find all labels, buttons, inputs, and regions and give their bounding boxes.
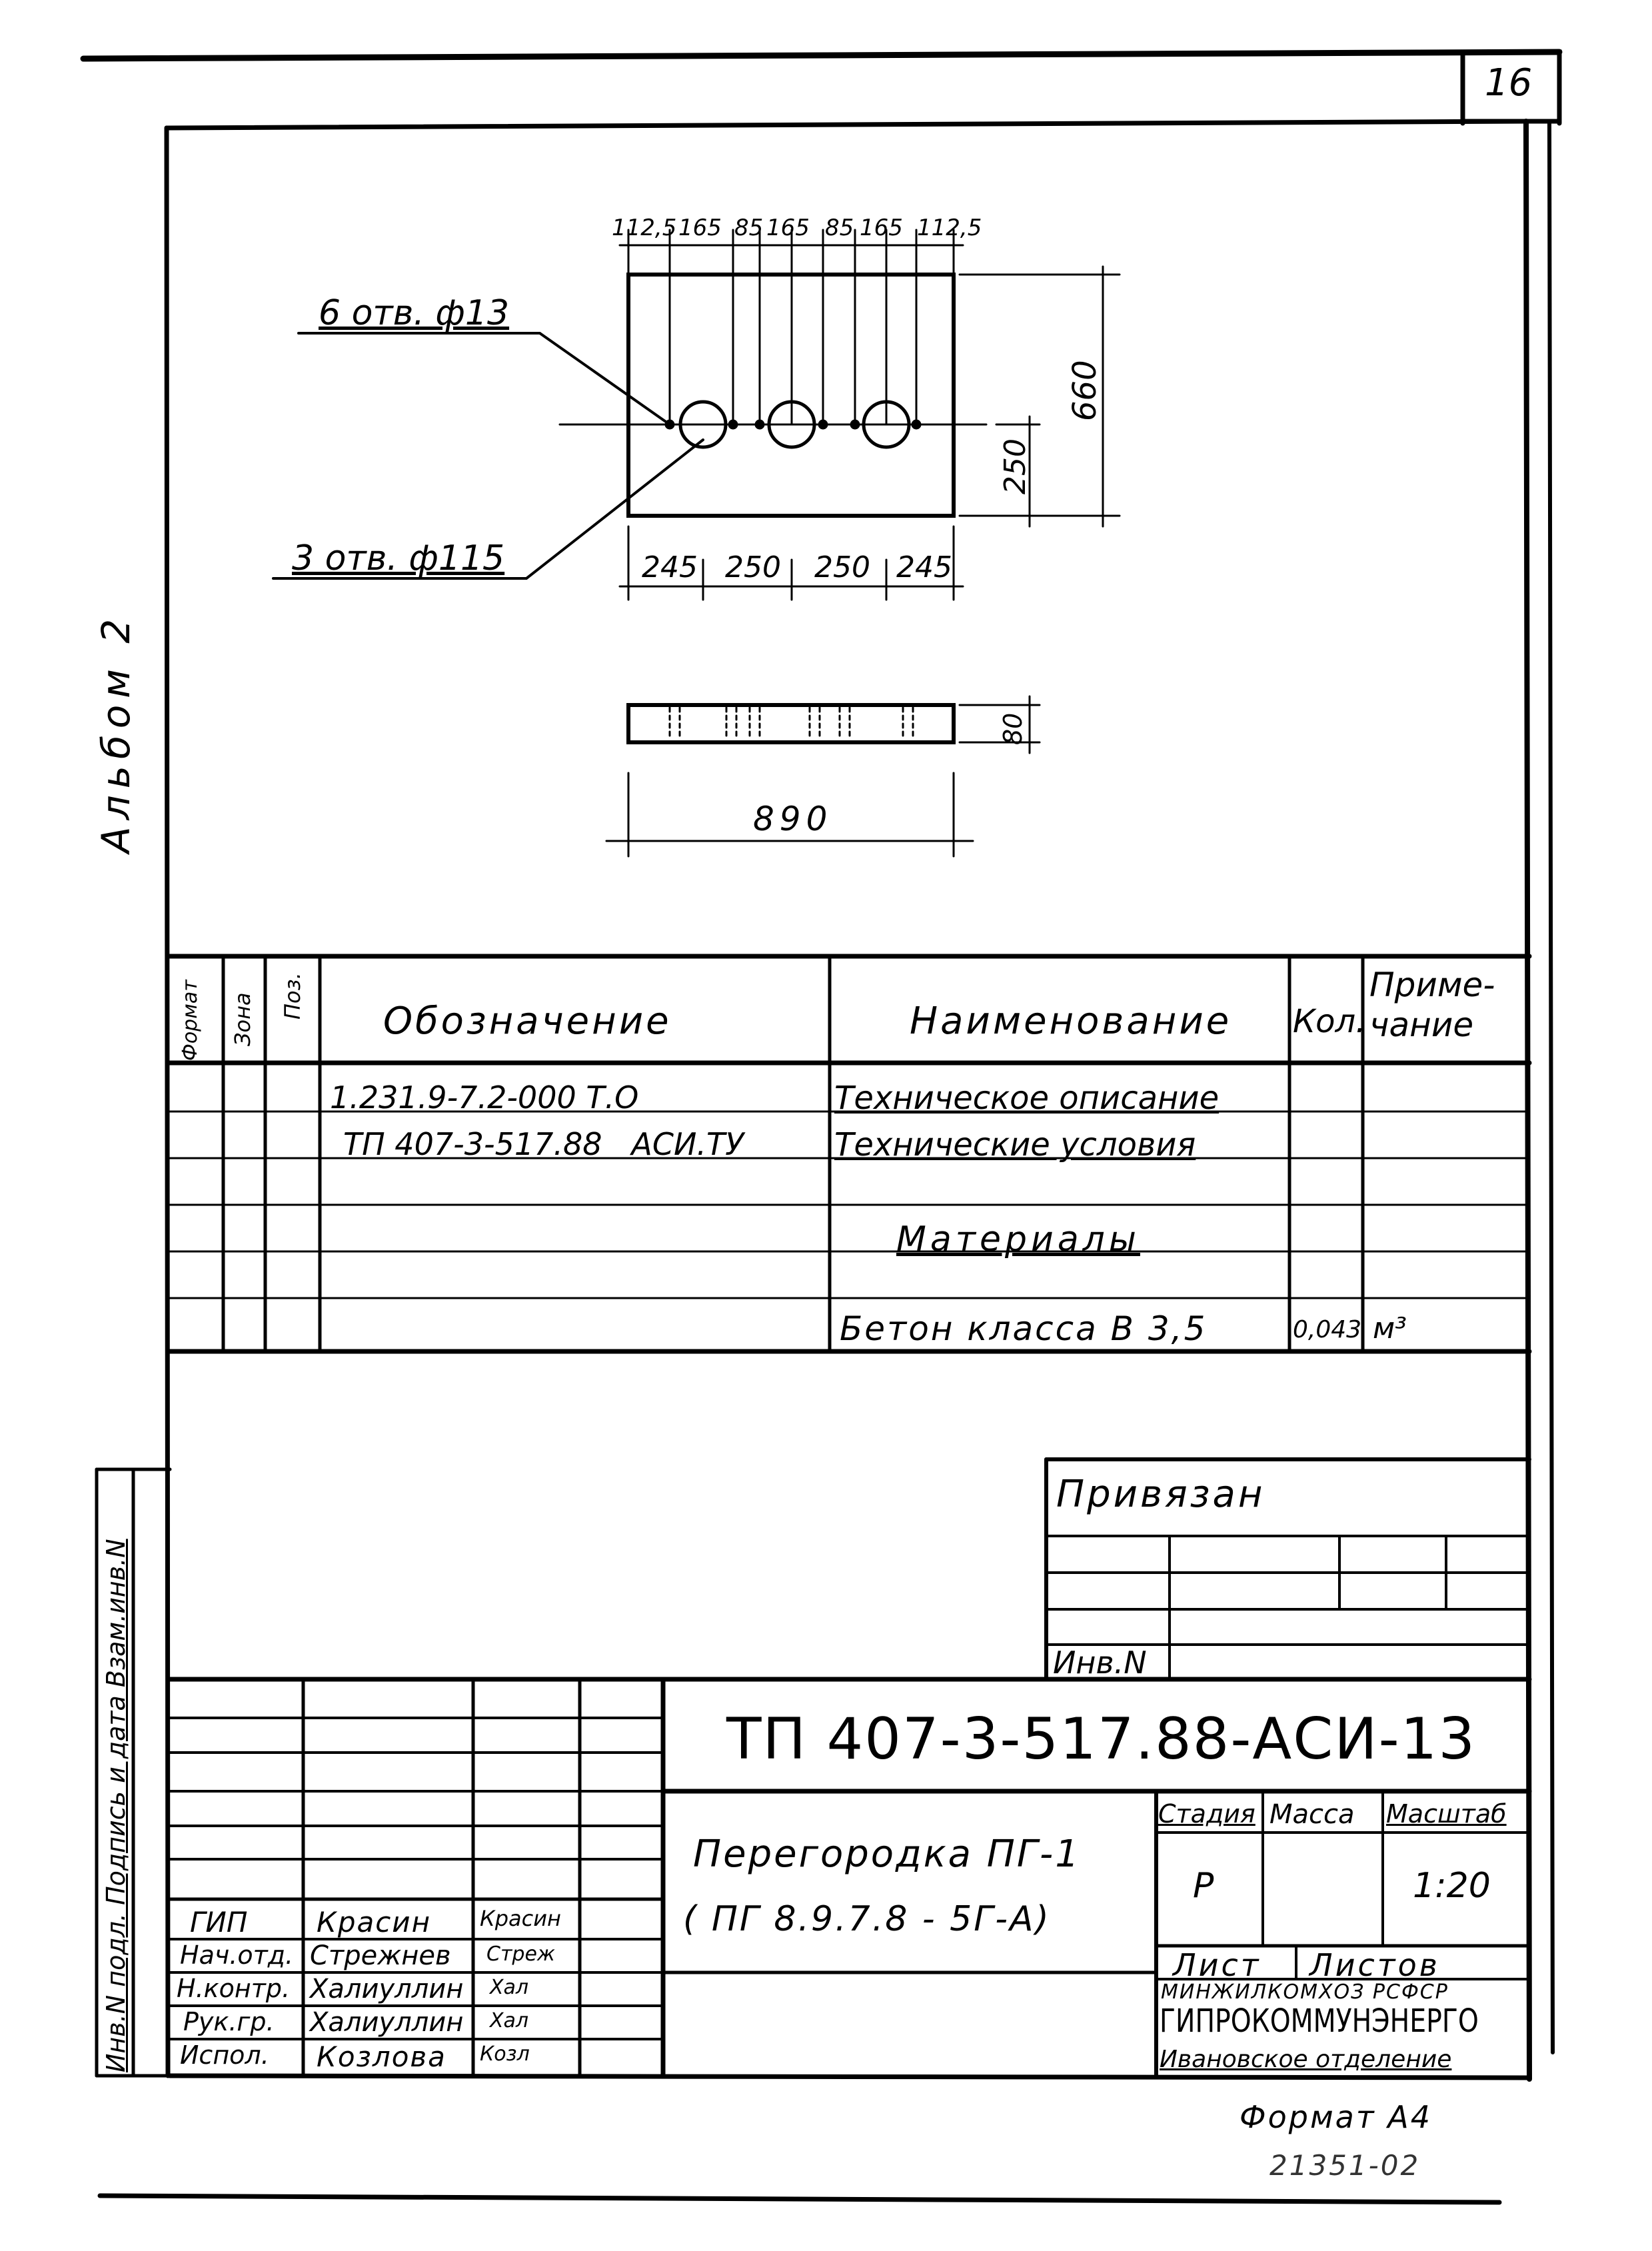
staff-4-name: Халиуллин [310,2007,464,2038]
header-qty: Кол. [1293,1003,1366,1040]
top-dim-3: 85 [734,215,764,241]
staff-5-signature: Козл [480,2042,530,2066]
mass-label: Масса [1269,1799,1355,1830]
document-code: ТП 407-3-517.88-АСИ-13 [726,1706,1477,1773]
top-dim-1: 112,5 [612,215,677,241]
top-dim-7: 112,5 [917,215,982,241]
header-pos: Поз. [280,972,305,1020]
stage-value: Р [1193,1866,1214,1906]
org-line-2: ГИПРОКОММУНЭНЕРГО [1160,2002,1479,2040]
binding-inv-label: Инв.N [1053,1645,1147,1681]
stage-label: Стадия [1158,1799,1255,1829]
length-dim: 890 [753,800,833,838]
top-dim-6: 165 [860,215,903,241]
row-5-name: Бетон класса В 3,5 [840,1309,1208,1348]
scale-label: Масштаб [1386,1799,1507,1829]
staff-2-name: Стрежнев [310,1940,451,1971]
header-format: Формат [179,980,202,1061]
album-label: Альбом 2 [93,612,139,853]
header-note: Приме- чание [1369,966,1495,1044]
staff-3-name: Халиуллин [310,1974,464,2004]
sheets-label: Листов [1309,1947,1440,1983]
header-zone: Зона [230,992,255,1046]
thickness-dim: 80 [998,712,1028,745]
staff-1-signature: Красин [480,1906,561,1931]
document-name-line2: ( ПГ 8.9.7.8 - 5Г-А) [683,1899,1051,1939]
row-2-name: Технические условия [834,1126,1196,1163]
staff-3-signature: Хал [490,1976,529,1999]
bottom-dim-2: 250 [725,550,781,584]
top-dim-4: 165 [766,215,810,241]
inventory-number: 21351-02 [1269,2149,1421,2182]
top-dim-2: 165 [678,215,722,241]
format-label: Формат А4 [1239,2099,1432,2135]
row-5-qty: 0,043 [1293,1316,1362,1343]
staff-1-name: Красин [317,1906,432,1938]
staff-2-role: Нач.отд. [180,1940,294,1970]
large-holes-label: 3 отв. ф115 [292,538,505,578]
height-axis-dim: 250 [998,438,1032,494]
org-line-3: Ивановское отделение [1160,2046,1452,2073]
header-name: Наименование [910,1000,1232,1043]
document-name-line1: Перегородка ПГ-1 [693,1833,1081,1876]
row-2-designation: ТП 407-3-517.88 АСИ.ТУ [343,1126,744,1162]
bottom-dim-3: 250 [814,550,870,584]
bottom-dim-4: 245 [896,550,952,584]
sheet-label: Лист [1173,1947,1261,1983]
staff-2-signature: Стреж [486,1942,555,1966]
row-1-name: Техническое описание [834,1080,1220,1117]
top-dim-5: 85 [825,215,854,241]
header-designation: Обозначение [383,1000,672,1043]
small-holes-label: 6 отв. ф13 [319,293,510,333]
binding-title: Привязан [1056,1473,1265,1516]
staff-5-role: Испол. [180,2040,269,2070]
sheet-number: 16 [1485,61,1533,105]
org-line-1: МИНЖИЛКОМХОЗ РСФСР [1161,1980,1449,2004]
height-total-dim: 660 [1066,360,1104,421]
staff-4-role: Рук.гр. [183,2007,275,2036]
row-5-note: м³ [1373,1311,1407,1345]
staff-5-name: Козлова [317,2040,446,2073]
side-strip-text: Инв.N подл. Подпись и дата Взам.инв.N [101,1539,131,2072]
bottom-dim-1: 245 [642,550,698,584]
staff-1-role: ГИП [190,1906,248,1938]
staff-4-signature: Хал [490,2009,529,2032]
staff-3-role: Н.контр. [177,1974,291,2003]
row-4-name: Материалы [896,1219,1140,1259]
scale-value: 1:20 [1413,1866,1491,1906]
row-1-designation: 1.231.9-7.2-000 Т.О [330,1080,639,1116]
